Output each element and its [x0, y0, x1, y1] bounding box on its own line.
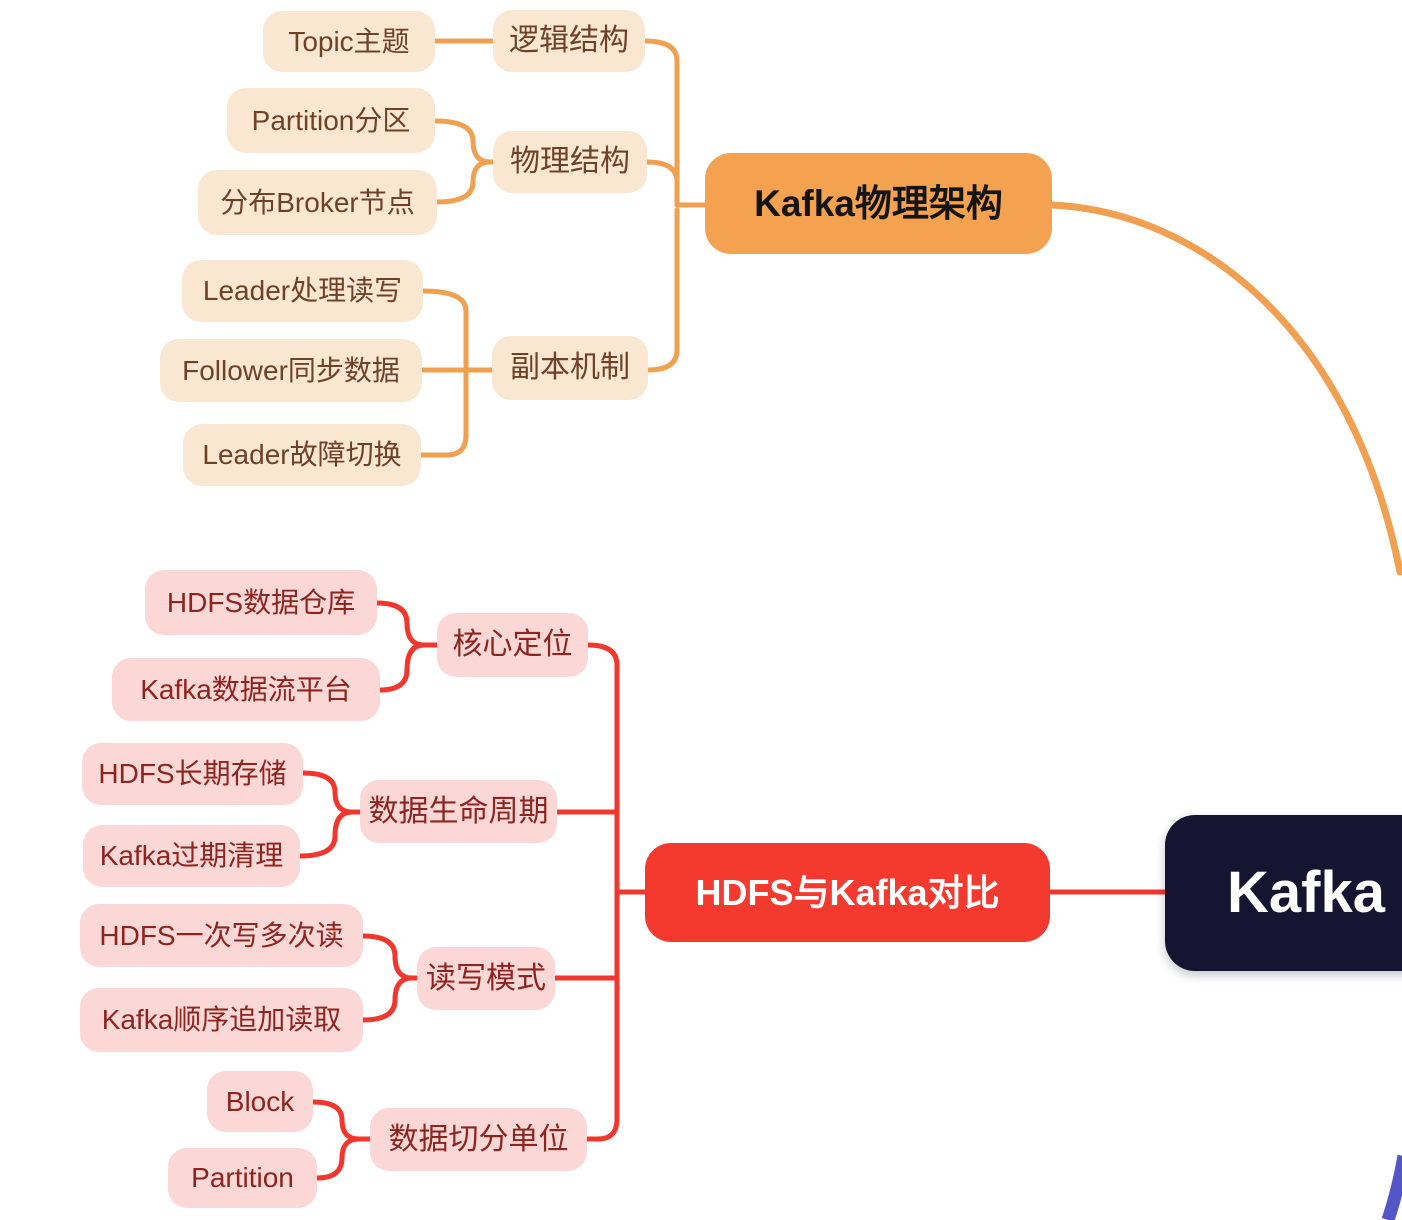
node-block[interactable]: Block — [207, 1071, 313, 1132]
node-logical-structure[interactable]: 逻辑结构 — [493, 10, 645, 72]
link-root-offscreen-branch — [1381, 1154, 1402, 1220]
node-partition[interactable]: Partition — [168, 1148, 317, 1208]
link-partition-physical — [432, 118, 496, 165]
link-broker-physical — [434, 159, 493, 205]
link-physical-trunk — [644, 159, 680, 185]
link-hdfsrw-rwmode — [360, 933, 420, 981]
node-read-write-mode[interactable]: 读写模式 — [417, 947, 555, 1010]
link-kafka-arch-root — [1048, 201, 1402, 576]
link-kafkaql-lifecycle — [297, 809, 355, 859]
link-kafkapt-core — [377, 642, 427, 693]
link-logical-trunk — [642, 38, 680, 208]
node-broker-nodes[interactable]: 分布Broker节点 — [198, 170, 437, 235]
node-kafka-expiry-cleanup[interactable]: Kafka过期清理 — [83, 825, 300, 887]
link-red-trunk — [584, 642, 620, 1142]
node-replica-mechanism[interactable]: 副本机制 — [492, 336, 648, 400]
branch-kafka-physical-architecture[interactable]: Kafka物理架构 — [705, 153, 1052, 254]
node-core-positioning[interactable]: 核心定位 — [437, 613, 588, 677]
node-data-split-unit[interactable]: 数据切分单位 — [370, 1108, 587, 1171]
link-partition-split — [314, 1136, 362, 1181]
node-kafka-streaming-platform[interactable]: Kafka数据流平台 — [112, 658, 380, 721]
link-block-split — [310, 1099, 373, 1142]
node-leader-failover[interactable]: Leader故障切换 — [183, 424, 421, 486]
node-leader-read-write[interactable]: Leader处理读写 — [182, 260, 423, 322]
branch-hdfs-kafka-comparison[interactable]: HDFS与Kafka对比 — [645, 843, 1050, 942]
link-hdfswh-core — [374, 600, 440, 648]
link-kafkasx-rwmode — [360, 975, 415, 1023]
node-hdfs-long-term-storage[interactable]: HDFS长期存储 — [82, 743, 303, 805]
node-hdfs-write-once-read-many[interactable]: HDFS一次写多次读 — [80, 904, 363, 967]
link-hdfscc-lifecycle — [300, 770, 363, 815]
node-partition-zone[interactable]: Partition分区 — [227, 88, 435, 153]
link-replica-trunk — [645, 207, 680, 373]
node-physical-structure[interactable]: 物理结构 — [493, 131, 647, 193]
node-topic[interactable]: Topic主题 — [263, 11, 435, 72]
node-follower-sync[interactable]: Follower同步数据 — [160, 339, 422, 402]
node-kafka-sequential-append[interactable]: Kafka顺序追加读取 — [80, 988, 363, 1052]
node-hdfs-data-warehouse[interactable]: HDFS数据仓库 — [145, 570, 377, 635]
root-node-kafka[interactable]: Kafka — [1165, 815, 1402, 971]
link-leader-bracket — [418, 288, 469, 458]
node-data-lifecycle[interactable]: 数据生命周期 — [360, 780, 557, 843]
